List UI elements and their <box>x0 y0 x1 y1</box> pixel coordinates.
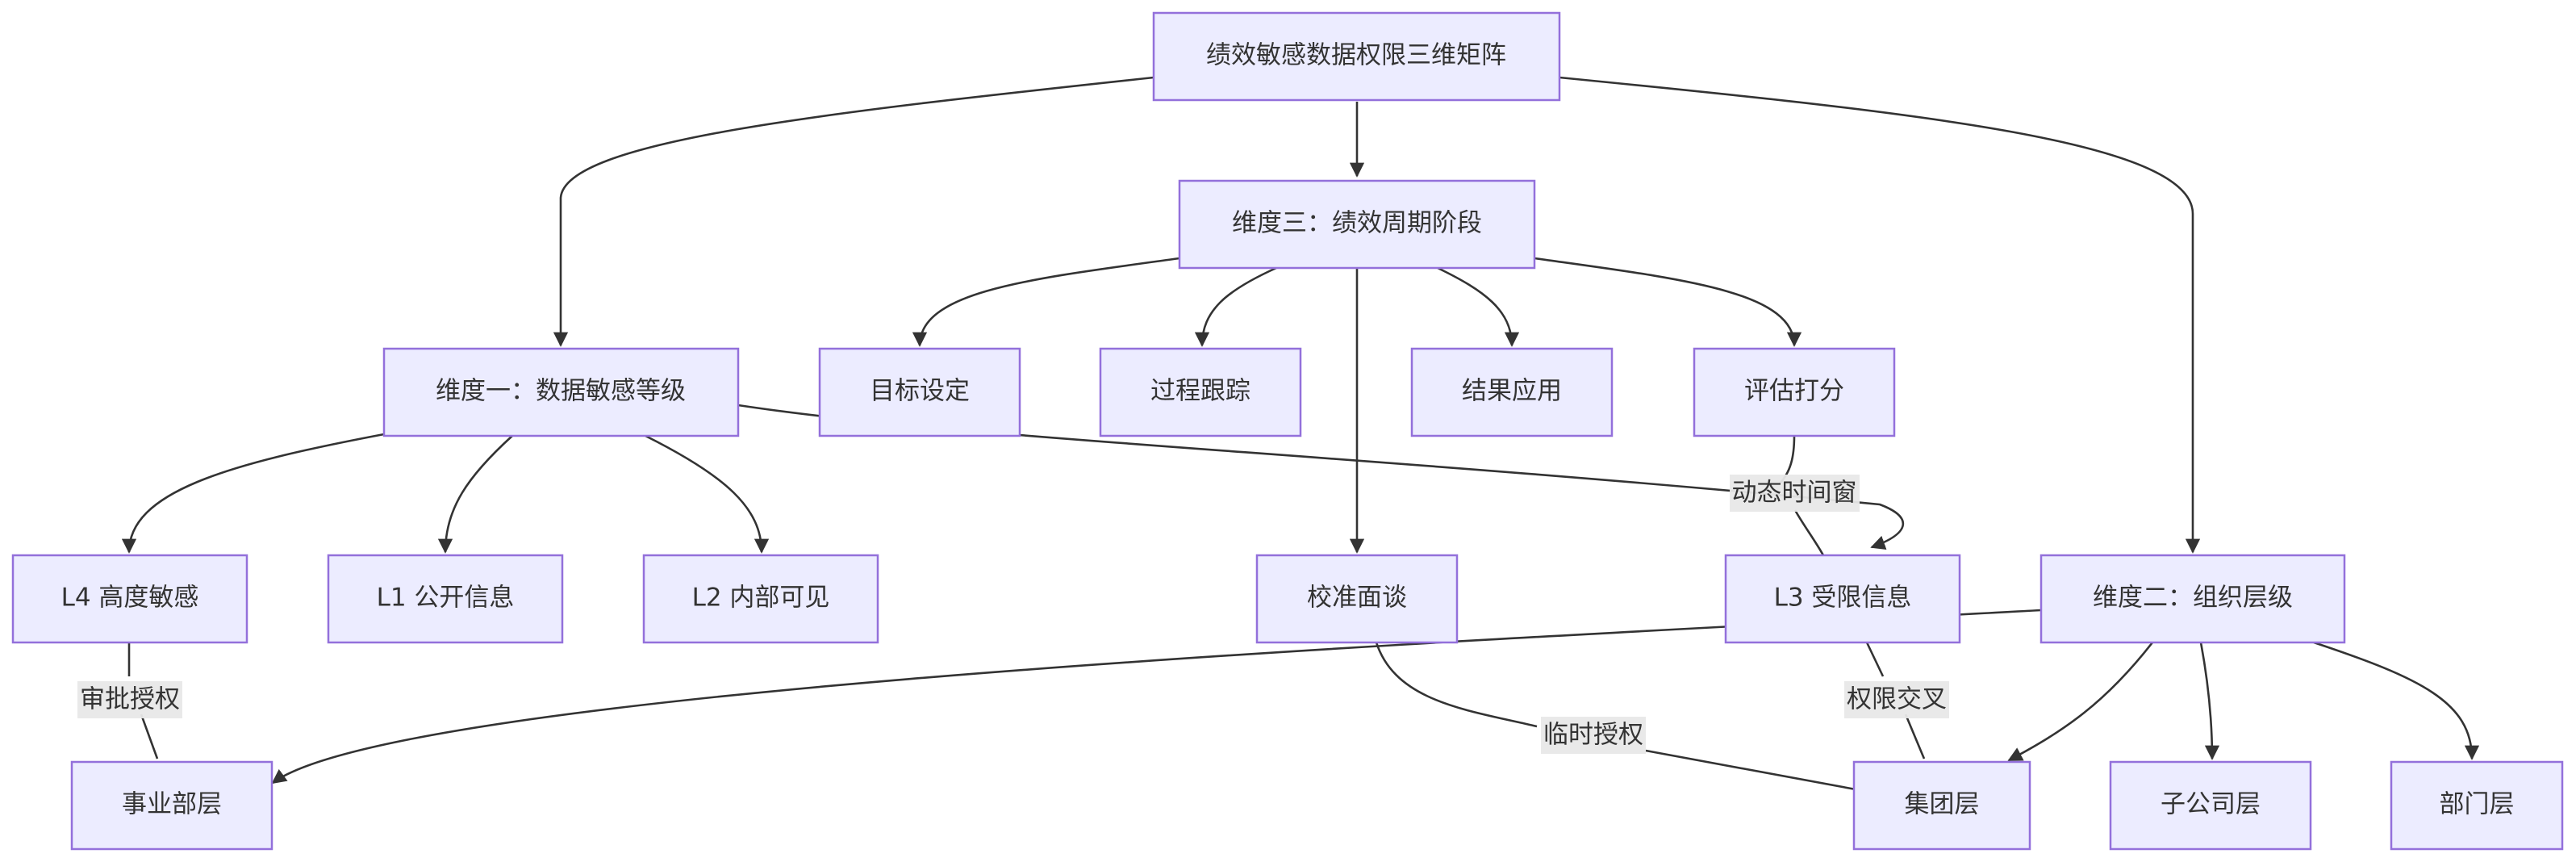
edge-label-temp-auth-bg <box>1541 717 1646 754</box>
node-l2[interactable]: L2 内部可见 <box>642 554 879 644</box>
edge-l4-bu <box>127 642 159 759</box>
edge-dim3-goal <box>912 257 1180 347</box>
node-group-label: 集团层 <box>1905 790 1980 819</box>
node-l4-label: L4 高度敏感 <box>61 584 199 613</box>
node-root[interactable]: 绩效敏感数据权限三维矩阵 <box>1152 11 1561 102</box>
edge-l3-group <box>1865 642 1926 759</box>
node-goal-label: 目标设定 <box>870 377 970 406</box>
node-bu[interactable]: 事业部层 <box>70 760 273 851</box>
edge-labels: 动态时间窗 审批授权 临时授权 权限交叉 <box>77 475 1949 754</box>
node-eval[interactable]: 评估打分 <box>1693 347 1896 437</box>
edge-dim3-process <box>1194 266 1277 347</box>
node-l3[interactable]: L3 受限信息 <box>1724 554 1961 644</box>
node-l1[interactable]: L1 公开信息 <box>327 554 564 644</box>
node-eval-label: 评估打分 <box>1744 377 1844 406</box>
node-dept-label: 部门层 <box>2440 790 2515 819</box>
edge-root-dim2 <box>1559 76 2201 554</box>
edge-label-cross-bg <box>1844 681 1949 718</box>
node-dim1[interactable]: 维度一：数据敏感等级 <box>382 347 740 437</box>
node-calib-label: 校准面谈 <box>1307 584 1407 613</box>
edge-dim1-l4 <box>121 433 385 554</box>
node-l3-label: L3 受限信息 <box>1774 584 1912 613</box>
node-result[interactable]: 结果应用 <box>1410 347 1614 437</box>
node-sub-label: 子公司层 <box>2161 790 2261 819</box>
edge-label-dynamic-window: 动态时间窗 <box>1730 475 1860 512</box>
node-dim3-label: 维度三：绩效周期阶段 <box>1232 209 1482 238</box>
edge-dim2-sub <box>2199 642 2220 760</box>
node-process[interactable]: 过程跟踪 <box>1099 347 1302 437</box>
node-l2-label: L2 内部可见 <box>692 584 830 613</box>
node-dim3[interactable]: 维度三：绩效周期阶段 <box>1178 179 1536 270</box>
node-root-label: 绩效敏感数据权限三维矩阵 <box>1206 41 1506 70</box>
node-l1-label: L1 公开信息 <box>377 584 515 613</box>
node-l4[interactable]: L4 高度敏感 <box>11 554 248 644</box>
edge-label-approval-bg <box>77 681 182 718</box>
node-dept[interactable]: 部门层 <box>2390 760 2564 851</box>
node-dim2[interactable]: 维度二：组织层级 <box>2040 554 2346 644</box>
edge-label-approval-text: 审批授权 <box>80 685 180 714</box>
edge-root-dim1 <box>553 76 1154 347</box>
edge-label-cross: 权限交叉 <box>1844 681 1949 718</box>
edge-label-approval: 审批授权 <box>77 681 182 718</box>
edge-dim1-l1 <box>437 435 513 554</box>
edge-dim2-dept <box>2313 641 2480 760</box>
edge-label-cross-text: 权限交叉 <box>1847 685 1947 714</box>
node-group[interactable]: 集团层 <box>1852 760 2031 851</box>
node-calib[interactable]: 校准面谈 <box>1255 554 1459 644</box>
edge-label-temp-auth: 临时授权 <box>1541 717 1646 754</box>
nodes: 绩效敏感数据权限三维矩阵 维度三：绩效周期阶段 维度一：数据敏感等级 目标设定 … <box>11 11 2564 851</box>
node-dim1-label: 维度一：数据敏感等级 <box>436 377 686 406</box>
node-bu-label: 事业部层 <box>122 790 222 819</box>
edge-dim2-group <box>2007 642 2154 762</box>
node-dim2-label: 维度二：组织层级 <box>2093 584 2293 613</box>
edge-label-dynamic-window-text: 动态时间窗 <box>1732 479 1857 508</box>
edge-label-temp-auth-text: 临时授权 <box>1543 721 1643 750</box>
edge-calib-group <box>1375 642 1856 791</box>
edge-dim3-eval <box>1534 257 1802 347</box>
node-sub[interactable]: 子公司层 <box>2109 760 2312 851</box>
edge-label-dynamic-window-bg <box>1730 475 1860 512</box>
edge-dim3-result <box>1437 266 1520 347</box>
edge-dim1-l2 <box>645 434 770 554</box>
node-goal[interactable]: 目标设定 <box>818 347 1021 437</box>
node-result-label: 结果应用 <box>1462 377 1562 406</box>
node-process-label: 过程跟踪 <box>1150 377 1250 406</box>
